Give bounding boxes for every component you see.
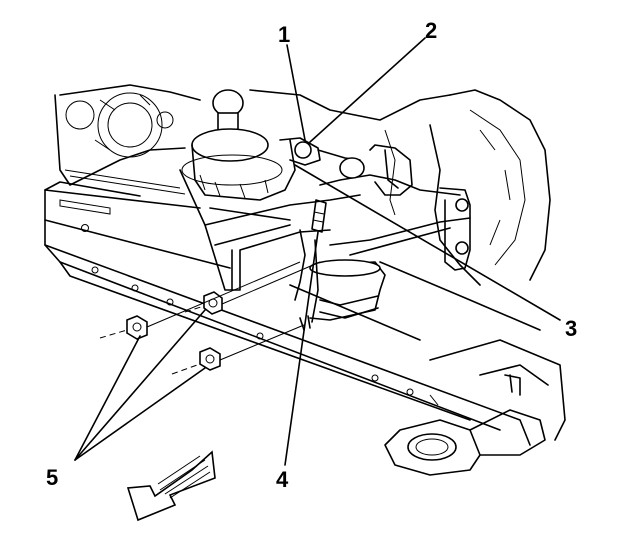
front-direction-arrow-icon [126,450,216,522]
nut-lower [199,347,221,371]
engine-outline [54,84,551,286]
callout-5: 5 [46,465,58,490]
callout-4: 4 [276,467,289,492]
nut-left [126,315,148,340]
frame-rail [44,169,541,446]
nut-upper [203,291,223,315]
transmission-mount [309,259,386,321]
air-pump [181,89,413,201]
leader-lines [74,37,561,466]
crossmember [384,339,566,476]
callout-3: 3 [565,316,577,341]
bolt-item-4 [299,199,327,331]
callout-1: 1 [278,22,290,47]
callout-2: 2 [425,18,437,43]
support-bracket [179,169,471,323]
alignment-lines [99,261,321,375]
